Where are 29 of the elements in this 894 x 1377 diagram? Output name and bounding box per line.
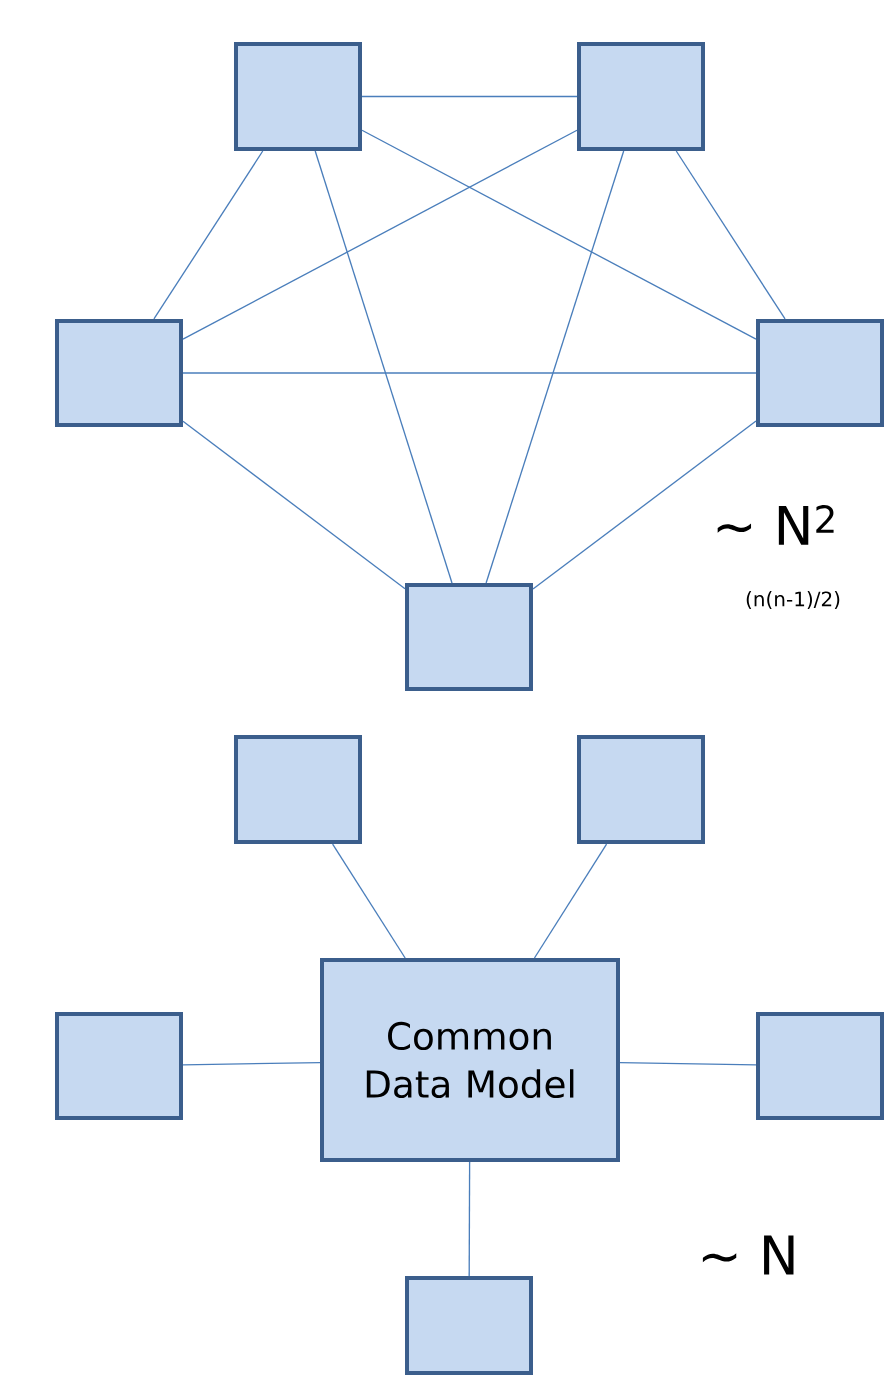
connector-line xyxy=(182,420,406,590)
connector-line xyxy=(153,150,264,320)
connector-line xyxy=(361,129,757,340)
formula-label: (n(n-1)/2) xyxy=(746,591,840,609)
connector-line xyxy=(485,150,625,584)
empty-box xyxy=(55,1012,183,1120)
empty-box xyxy=(405,1276,533,1375)
formula-label: ~ N$^{2}$ xyxy=(717,505,834,545)
empty-box xyxy=(234,734,362,845)
empty-box xyxy=(577,734,705,845)
connector-line xyxy=(182,129,578,340)
connector-line xyxy=(182,1061,321,1066)
connector-line xyxy=(314,150,453,584)
connector-line xyxy=(331,843,406,959)
connector-line xyxy=(619,1061,757,1066)
connector-line xyxy=(533,843,608,959)
connector-line xyxy=(361,95,578,98)
empty-box xyxy=(756,1012,884,1120)
empty-box xyxy=(234,41,362,151)
empty-box xyxy=(55,319,183,427)
connector-line xyxy=(675,150,786,320)
formula-label: ~ N xyxy=(702,1235,794,1275)
connector-line xyxy=(468,1161,471,1277)
connector-line xyxy=(182,372,757,374)
empty-box xyxy=(577,41,705,151)
connector-line xyxy=(532,420,757,590)
empty-box xyxy=(756,319,884,427)
empty-box xyxy=(405,583,533,691)
process-box: Common Data Model xyxy=(320,958,620,1162)
